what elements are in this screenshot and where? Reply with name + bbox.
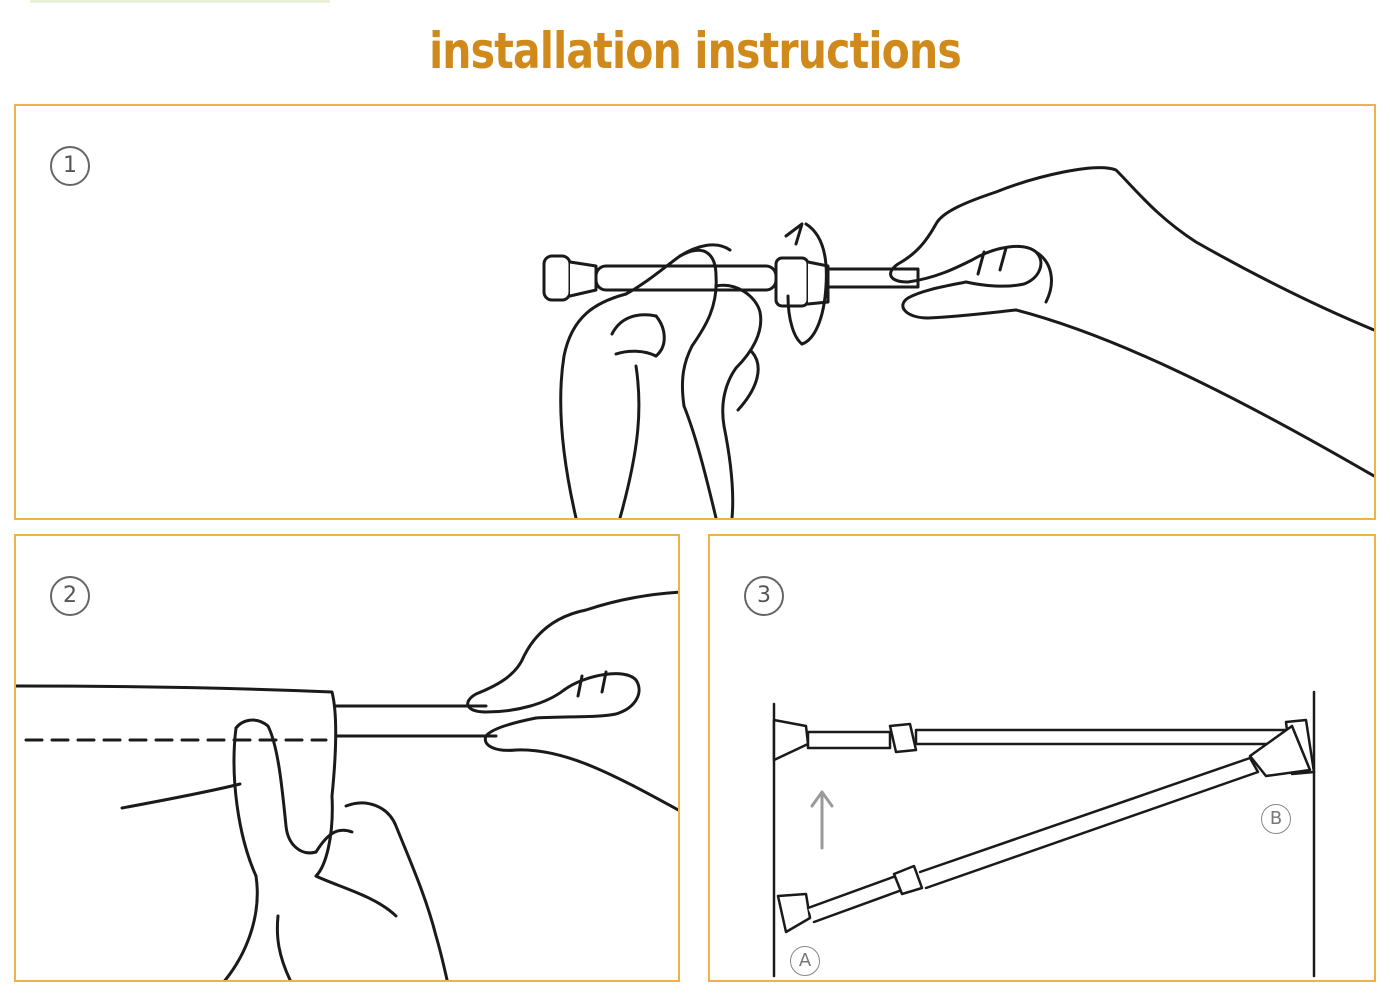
left-hand-drawing <box>559 243 763 518</box>
right-hand-drawing <box>889 166 1374 478</box>
page-title: installation instructions <box>429 22 962 80</box>
step-3-illustration <box>772 690 1316 978</box>
rotate-icon <box>784 222 828 346</box>
up-arrow-icon <box>810 790 834 850</box>
left-hand-drawing <box>223 718 449 980</box>
tension-rod <box>334 704 498 738</box>
curtain-fabric <box>16 684 338 878</box>
step-1-panel: 1 <box>14 104 1376 520</box>
step-number-2: 2 <box>50 576 90 616</box>
step-3-panel: 3 A B <box>708 534 1376 982</box>
tension-rod <box>542 254 920 308</box>
angled-rod <box>776 724 1312 934</box>
step-2-illustration <box>16 590 678 980</box>
end-label-b: B <box>1261 804 1291 834</box>
step-number-1: 1 <box>50 146 90 186</box>
step-1-illustration <box>542 166 1374 518</box>
top-decorative-rule <box>30 0 330 3</box>
step-number-3: 3 <box>744 576 784 616</box>
step-2-panel: 2 <box>14 534 680 982</box>
right-hand-drawing <box>466 590 678 812</box>
end-label-a: A <box>790 946 820 976</box>
